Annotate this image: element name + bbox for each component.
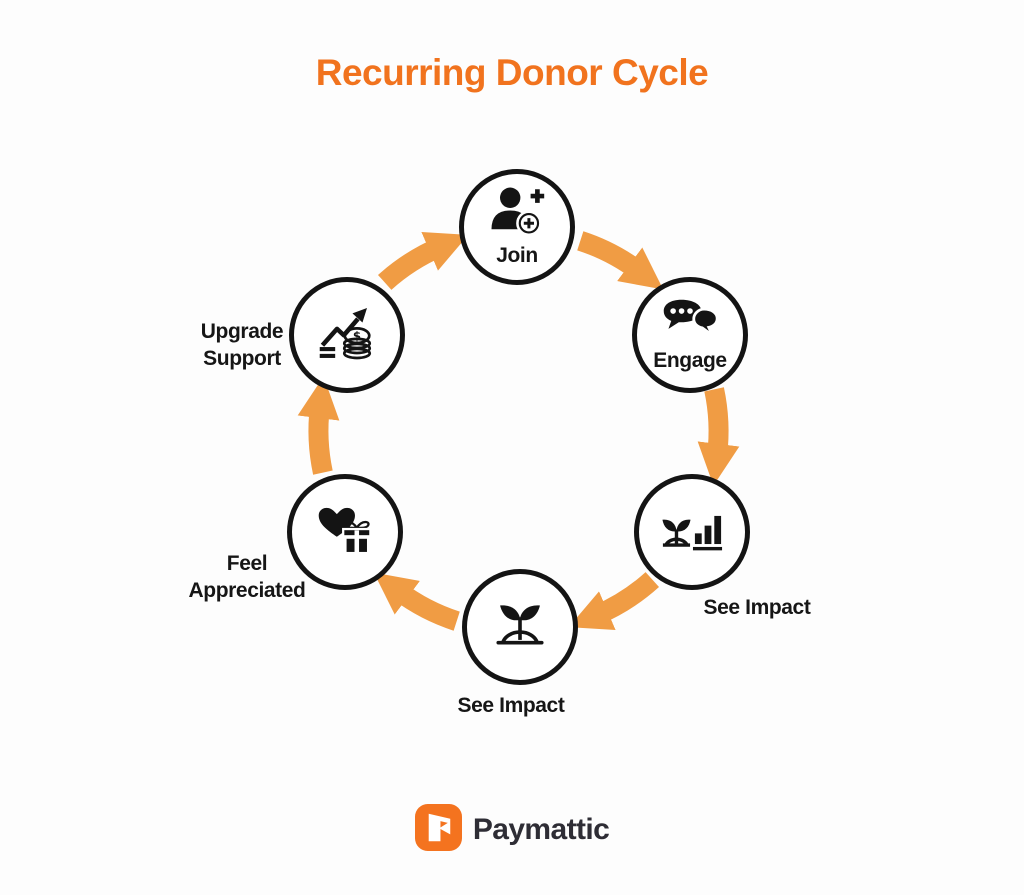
node-label-feel-appreciated: Feel Appreciated (188, 552, 306, 603)
chat-bubbles-icon (660, 296, 720, 346)
brand-name: Paymattic (472, 813, 610, 846)
user-plus-icon (488, 185, 546, 241)
arrow-join-to-engage (577, 231, 664, 290)
page-title: Recurring Donor Cycle (315, 52, 709, 93)
arrow-see-impact-to-see-impact (568, 572, 660, 630)
growth-coins-icon: $ (317, 305, 377, 365)
cycle-node-see-impact-bottom (462, 569, 578, 685)
brand-footer: Paymattic (0, 804, 1024, 856)
paymattic-logo-icon (414, 804, 462, 856)
cycle-node-join: Join (459, 169, 575, 285)
cycle-node-feel-appreciated (287, 474, 403, 590)
cycle-node-upgrade-support: $ (289, 277, 405, 393)
cycle-node-engage: Engage (632, 277, 748, 393)
node-label-upgrade-support: Upgrade Support (200, 320, 284, 371)
arrow-upgrade-support-to-join (377, 232, 469, 290)
seedling-icon (491, 598, 549, 656)
svg-text:$: $ (353, 329, 361, 343)
sprout-bar-chart-icon (660, 507, 724, 557)
cycle-node-see-impact-right (634, 474, 750, 590)
node-label-join: Join (496, 243, 538, 267)
node-label-engage: Engage (653, 348, 727, 372)
node-label-see-impact-bottom: See Impact (457, 694, 565, 717)
arrow-feel-appreciated-to-upgrade-support (297, 376, 340, 475)
heart-gift-icon (316, 504, 374, 560)
arrow-see-impact-to-feel-appreciated (373, 572, 460, 631)
node-label-see-impact-right: See Impact (703, 596, 811, 619)
arrow-engage-to-see-impact (697, 387, 740, 486)
